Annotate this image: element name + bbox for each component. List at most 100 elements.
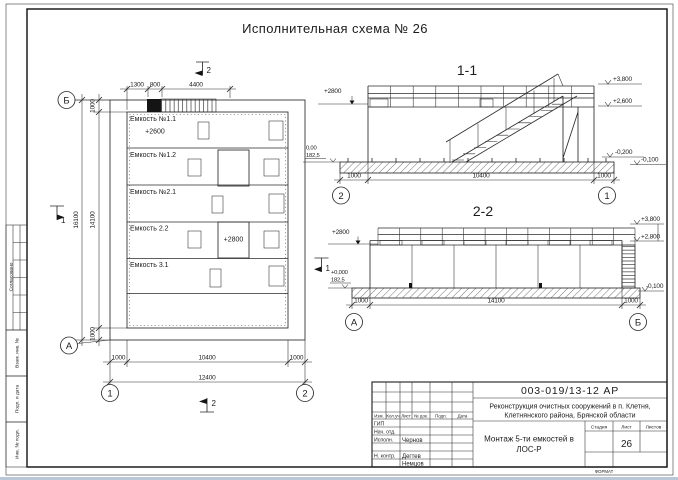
s22-dim-14100: 14100 xyxy=(487,298,505,305)
section-mark-1-left-label: 1 xyxy=(61,216,66,225)
dim-b-1000r: 1000 xyxy=(290,355,304,362)
dim-1000-bottom: 1000 xyxy=(90,327,97,341)
sheets-label: Листов xyxy=(646,425,662,431)
plan-view: Емкость №1.1 +2600 Емкость №1.2 Емкость … xyxy=(50,61,331,413)
section-2-2-elevations-right: +3,800 +2,800 -0,100 xyxy=(630,216,664,292)
tank-label-1-1: Емкость №1.1 xyxy=(130,116,176,123)
elev-3800-22: +3,800 xyxy=(641,216,660,223)
foundation-slab xyxy=(339,161,615,174)
role-control: Н. контр. xyxy=(374,454,395,460)
section-mark-2-top: 2 xyxy=(194,61,212,76)
elev-0100-22: -0,100 xyxy=(646,283,664,290)
name-degtev: Дегтев xyxy=(402,454,421,460)
dim-16100: 16100 xyxy=(73,211,80,229)
section-mark-2-top-label: 2 xyxy=(207,66,212,75)
elev-2800-22: +2,800 xyxy=(641,234,660,241)
role-exec: Исполн. xyxy=(374,438,393,444)
s11-dim-1000r: 1000 xyxy=(597,173,611,180)
project-name-line2: Клетнянского района, Брянской области xyxy=(504,412,635,420)
plan-dims-left: 16100 1000 14100 1000 xyxy=(73,94,127,346)
elev-zero: 0,00 xyxy=(306,146,316,152)
dim-b-1000l: 1000 xyxy=(112,355,126,362)
elev-2800-left-22: +2800 xyxy=(332,229,350,236)
foundation-slab-22 xyxy=(351,287,641,299)
dim-14100: 14100 xyxy=(90,211,97,229)
stamp-inv-podl: Инв. № подл. xyxy=(15,429,21,459)
plan-axis-a: А xyxy=(60,336,111,355)
rev-col-izm: Изм. xyxy=(374,413,383,418)
s11-dim-1000l: 1000 xyxy=(347,173,361,180)
dim-b-12400: 12400 xyxy=(198,375,216,382)
rev-col-dok: № док. xyxy=(414,413,428,418)
plan-dims-top: 1300 800 4400 xyxy=(120,82,236,110)
plan-dims-bottom: 1000 10400 1000 12400 1 2 xyxy=(101,340,314,402)
name-chernov: Чернов xyxy=(402,438,423,444)
tank-label-2-1: Емкость №2.1 xyxy=(130,189,176,196)
dim-1000-top: 1000 xyxy=(90,99,97,113)
sheet-number: 26 xyxy=(621,439,633,450)
grid-2-label: 2 xyxy=(302,389,307,400)
dim-800: 800 xyxy=(150,82,161,89)
section-2-2: 2-2 +2800 +0,000 182,5 +3,800 xyxy=(328,203,664,331)
margin-stamps: Согласовано Взам. инв. № Подп. и дата Ин… xyxy=(5,224,28,468)
section-2-2-elevations-left: +2800 +0,000 182,5 xyxy=(328,229,378,289)
s22-dim-1000r: 1000 xyxy=(624,298,638,305)
stair xyxy=(445,73,579,163)
elev-2800-left: +2800 xyxy=(324,88,342,95)
approved-label: Согласовано xyxy=(9,262,15,291)
axis-a-label: А xyxy=(66,341,73,352)
rev-col-koluch: Кол.уч xyxy=(386,413,399,418)
elev-3800: +3,800 xyxy=(613,76,632,83)
doc-number: 003-019/13-12 АР xyxy=(521,385,619,397)
elev-datum: 182,5 xyxy=(306,153,320,159)
plan-openings xyxy=(187,120,285,288)
section-mark-1-left: 1 xyxy=(50,205,66,225)
s22-grid-left: А xyxy=(351,318,358,329)
grid-1-label: 1 xyxy=(107,389,112,400)
axis-b-label: Б xyxy=(63,96,69,107)
elev-2600: +2,600 xyxy=(613,98,632,105)
project-name-line1: Реконструкция очистных сооружений в п. К… xyxy=(489,403,650,411)
sheet-label: Лист xyxy=(621,425,632,431)
dim-4400: 4400 xyxy=(189,82,203,89)
name-nemtsov: Немцов xyxy=(402,462,424,468)
tank-elev-2-2: +2800 xyxy=(224,237,244,244)
section-1-1-elevations-right: +3,800 +2,600 -0,200 -0,100 xyxy=(598,76,666,165)
scan-edge xyxy=(0,477,678,480)
section-mark-1-right-label: 1 xyxy=(326,264,331,273)
rev-col-list: Лист xyxy=(401,413,411,418)
stage-label: Стадия xyxy=(591,425,608,431)
tank-covers xyxy=(379,240,613,246)
s11-dim-10400: 10400 xyxy=(472,173,490,180)
dim-b-10400: 10400 xyxy=(198,355,216,362)
section-2-2-title: 2-2 xyxy=(473,203,493,219)
stamp-vzam-inv: Взам. инв. № xyxy=(15,338,21,368)
section-mark-2-bottom-label: 2 xyxy=(212,399,217,408)
elev-zero-22: +0,000 xyxy=(331,270,348,276)
dim-1300: 1300 xyxy=(130,82,144,89)
plan-stair-strip xyxy=(147,98,217,113)
elev-datum-22: 182,5 xyxy=(331,278,345,284)
section-1-1: 1-1 +3,800 +2,600 -0,200 -0,100 xyxy=(303,62,666,205)
s11-grid-left: 2 xyxy=(338,191,343,202)
page-title: Исполнительная схема № 26 xyxy=(242,21,428,36)
section-mark-1-right: 1 xyxy=(314,257,331,273)
s22-dim-1000l: 1000 xyxy=(354,298,368,305)
side-ladder xyxy=(621,244,636,289)
title-block: 003-019/13-12 АР Реконструкция очистных … xyxy=(371,381,668,468)
tank-label-2-2: Емкость 2.2 xyxy=(130,226,169,233)
section-1-1-title: 1-1 xyxy=(457,62,477,78)
role-dept: Нач. отд. xyxy=(374,430,396,436)
rev-col-podp: Подп. xyxy=(435,413,447,418)
elev-0100: -0,100 xyxy=(641,157,659,164)
s11-grid-right: 1 xyxy=(604,191,609,202)
stamp-podp-data: Подп. и дата xyxy=(15,385,21,414)
format-label: ФОРМАТ xyxy=(595,469,614,474)
section-1-1-elevations-left: +2800 0,00 182,5 xyxy=(305,88,368,163)
rev-col-data: Дата xyxy=(458,413,468,418)
s22-grid-right: Б xyxy=(635,318,641,329)
section-1-1-dims: 1000 10400 1000 2 1 xyxy=(332,162,620,205)
subject-line1: Монтаж 5-ти емкостей в xyxy=(484,435,574,444)
section-mark-2-bottom: 2 xyxy=(199,398,217,413)
